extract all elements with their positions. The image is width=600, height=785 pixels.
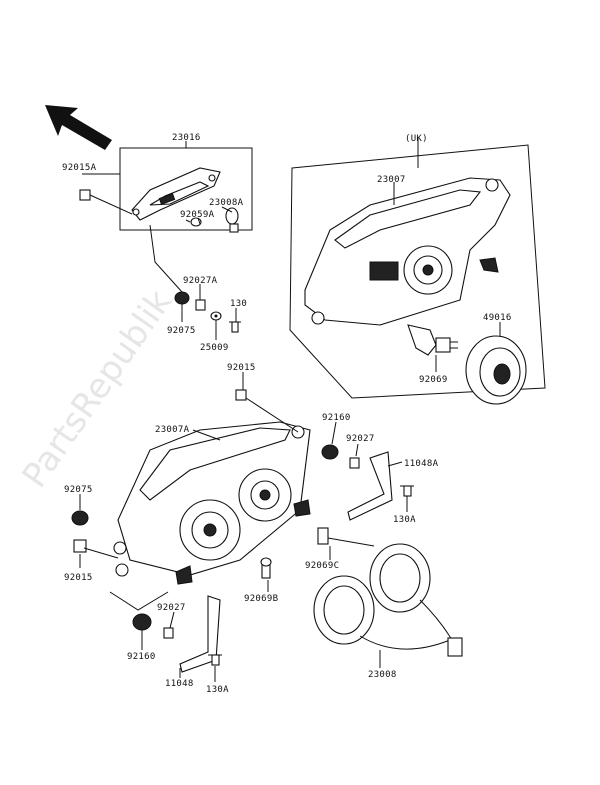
washer-25009: [210, 311, 222, 321]
label-130-top: 130: [230, 299, 247, 309]
grommet-92160-top: [321, 444, 339, 460]
grommet-92075-top: [174, 291, 190, 305]
bolt-130-top: [229, 321, 241, 333]
label-23007: 23007: [377, 175, 406, 185]
dust-cover-49016: [465, 335, 527, 405]
label-92075-top: 92075: [167, 326, 196, 336]
label-92015-left: 92015: [64, 573, 93, 583]
leader-lines: [79, 138, 501, 682]
label-130a-top: 130A: [393, 515, 416, 525]
label-11048: 11048: [165, 679, 194, 689]
label-uk: (UK): [405, 134, 428, 144]
label-92160-top: 92160: [322, 413, 351, 423]
label-23008a: 23008A: [209, 198, 244, 208]
bolt-130a-top: [400, 485, 414, 497]
label-92015a: 92015A: [62, 163, 97, 173]
grommet-92160-bottom: [132, 613, 152, 631]
label-92069: 92069: [419, 375, 448, 385]
label-92027-bottom: 92027: [157, 603, 186, 613]
collar-92027-top: [349, 457, 360, 469]
label-92027-top: 92027: [346, 434, 375, 444]
bracket-11048: [179, 595, 221, 673]
direction-arrow-icon: [45, 105, 112, 150]
position-lamp-socket: [225, 207, 239, 233]
bolt-130a-bottom: [208, 654, 222, 666]
bracket-11048a: [347, 451, 393, 521]
headlight-23007a: [113, 421, 311, 585]
bulb-92069b: [260, 557, 272, 579]
uk-headlight-group-box: [289, 144, 546, 399]
grommet-92015a: [79, 189, 133, 215]
collar-92027-bottom: [163, 627, 174, 639]
label-23016: 23016: [172, 133, 201, 143]
socket-harness-23008: [313, 543, 463, 657]
position-lamp-housing: [131, 167, 221, 221]
grommet-92075-left: [71, 510, 89, 526]
label-92015: 92015: [227, 363, 256, 373]
label-130a-bottom: 130A: [206, 685, 229, 695]
label-92059a: 92059A: [180, 210, 215, 220]
label-92075-left: 92075: [64, 485, 93, 495]
grommet-92015-left: [73, 539, 87, 553]
position-lamp-bulb: [185, 217, 202, 227]
label-23008: 23008: [368, 670, 397, 680]
collar-92027a: [195, 299, 206, 311]
label-49016: 49016: [483, 313, 512, 323]
label-23007a: 23007A: [155, 425, 190, 435]
bulb-92069c: [317, 527, 375, 547]
label-11048a: 11048A: [404, 459, 439, 469]
uk-bulb-92069: [407, 324, 458, 356]
grommet-92015-top: [235, 389, 247, 401]
label-92069b: 92069B: [244, 594, 278, 604]
uk-headlight-unit: [304, 177, 511, 326]
label-92160-bottom: 92160: [127, 652, 156, 662]
label-92069c: 92069C: [305, 561, 339, 571]
label-25009: 25009: [200, 343, 229, 353]
label-92027a: 92027A: [183, 276, 218, 286]
